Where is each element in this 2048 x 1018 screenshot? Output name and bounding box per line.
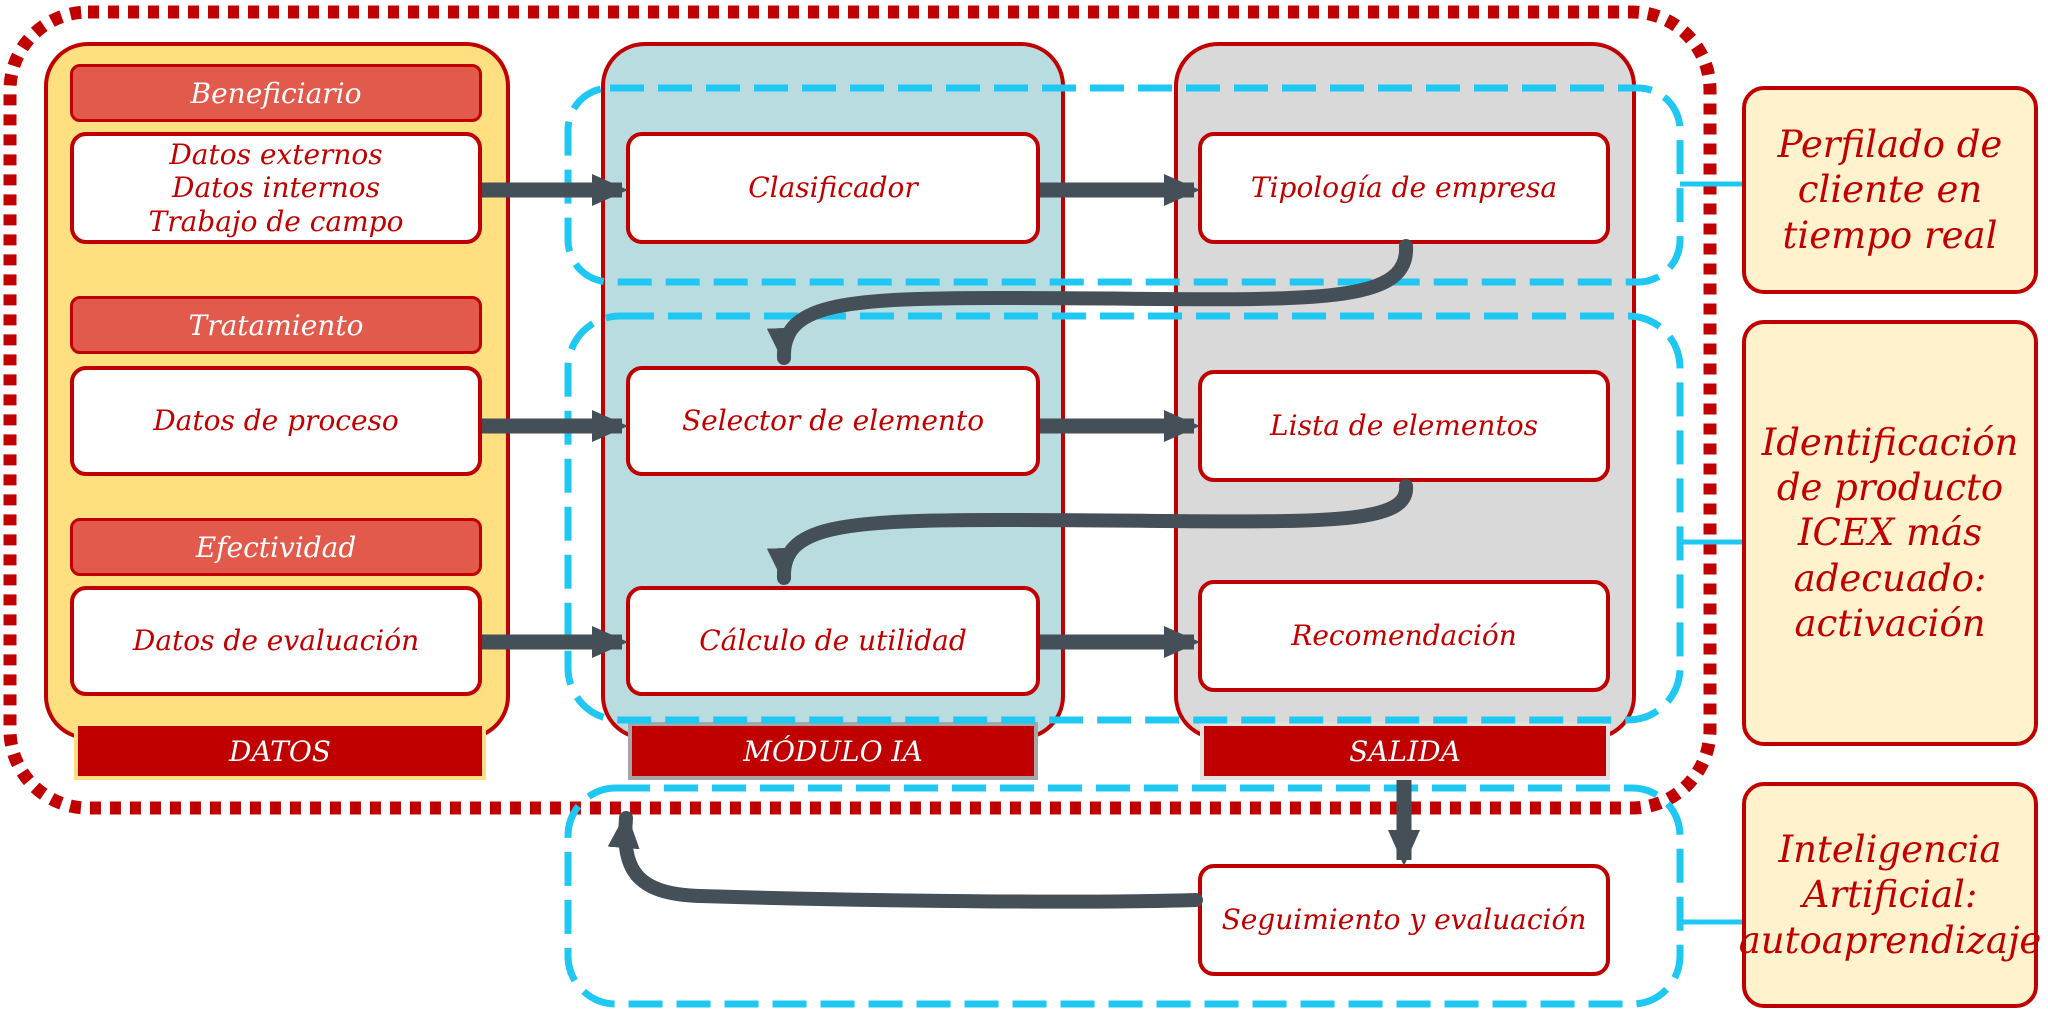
datos-proceso-box: Datos de proceso bbox=[70, 366, 482, 476]
recomendacion-box: Recomendación bbox=[1198, 580, 1610, 692]
curved-arrow-seguimiento-retorno bbox=[607, 811, 1203, 909]
datos-fuentes-box: Datos externos Datos internos Trabajo de… bbox=[70, 132, 482, 244]
tipologia-empresa-box: Tipología de empresa bbox=[1198, 132, 1610, 244]
salida-footer-label: SALIDA bbox=[1200, 722, 1610, 780]
modulo-ia-footer-label: MÓDULO IA bbox=[628, 722, 1038, 780]
efectividad-header: Efectividad bbox=[70, 518, 482, 576]
seguimiento-evaluacion-box: Seguimiento y evaluación bbox=[1198, 864, 1610, 976]
calculo-utilidad-box: Cálculo de utilidad bbox=[626, 586, 1040, 696]
clasificador-box: Clasificador bbox=[626, 132, 1040, 244]
tratamiento-header: Tratamiento bbox=[70, 296, 482, 354]
identificacion-producto-label: Identificación de producto ICEX más adec… bbox=[1742, 320, 2038, 746]
selector-elemento-box: Selector de elemento bbox=[626, 366, 1040, 476]
datos-footer-label: DATOS bbox=[74, 722, 486, 780]
beneficiario-header: Beneficiario bbox=[70, 64, 482, 122]
lista-elementos-box: Lista de elementos bbox=[1198, 370, 1610, 482]
inteligencia-artificial-label: Inteligencia Artificial: autoaprendizaje bbox=[1739, 782, 2041, 1008]
perfilado-cliente-label: Perfilado de cliente en tiempo real bbox=[1742, 86, 2038, 294]
datos-evaluacion-box: Datos de evaluación bbox=[70, 586, 482, 696]
